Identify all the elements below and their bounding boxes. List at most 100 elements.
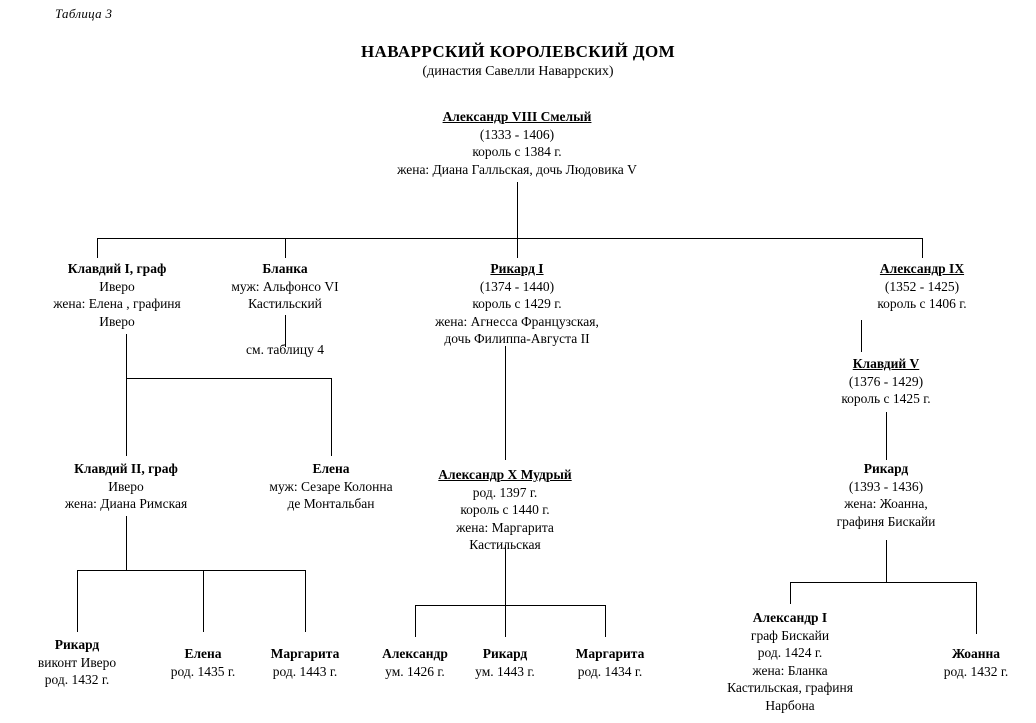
- node-spouse-line2: Кастильская, графиня: [727, 680, 853, 696]
- node-spouse-line1: жена: Елена , графиня: [53, 296, 181, 312]
- connector-drop-rikard-1443: [505, 605, 506, 637]
- node-born: род. 1432 г.: [943, 663, 1009, 679]
- node-spouse-line1: муж: Альфонсо VI: [231, 278, 339, 294]
- node-aleksandr-ix: Александр IX (1352 - 1425) король с 1406…: [792, 260, 1036, 313]
- node-died: ум. 1426 г.: [385, 663, 445, 679]
- connector-klavdiy2-stem: [126, 516, 127, 570]
- node-spouse-line2: Кастильская: [469, 537, 541, 553]
- connector-klavdiy5-to-rikard: [886, 412, 887, 460]
- table-label: Таблица 3: [55, 6, 113, 21]
- connector-blanka-to-table4: [285, 315, 286, 347]
- node-elena-1435: Елена род. 1435 г.: [143, 645, 263, 680]
- node-name: Александр I: [752, 610, 828, 625]
- node-dates: (1376 - 1429): [848, 373, 924, 389]
- node-aleksandr-x: Александр X Мудрый род. 1397 г. король с…: [395, 466, 615, 554]
- connector-drop-rikard-vikont: [77, 570, 78, 632]
- node-name: Рикард: [482, 646, 528, 661]
- node-born: род. 1435 г.: [170, 663, 236, 679]
- connector-drop-klavdiy1: [97, 238, 98, 258]
- connector-drop-elena-1435: [203, 570, 204, 632]
- node-name: Маргарита: [575, 646, 645, 661]
- connector-klavdiy1-stem: [126, 334, 127, 378]
- node-klavdiy-i: Клавдий I, граф Иверо жена: Елена , граф…: [17, 260, 217, 330]
- node-klavdiy-ii: Клавдий II, граф Иверо жена: Диана Римск…: [26, 460, 226, 513]
- node-died: ум. 1443 г.: [475, 663, 535, 679]
- node-zhoanna-1432: Жоанна род. 1432 г.: [916, 645, 1036, 680]
- connector-aleksandr10-bus: [415, 605, 605, 606]
- node-spouse-line1: жена: Маргарита: [456, 519, 554, 535]
- connector-rikard1-to-aleksandr10: [505, 346, 506, 460]
- node-name: Рикард I: [490, 261, 544, 276]
- node-rikard-i: Рикард I (1374 - 1440) король с 1429 г. …: [387, 260, 647, 348]
- node-spouse-line2: дочь Филиппа-Августа II: [444, 331, 590, 347]
- node-elena-kolonna: Елена муж: Сезаре Колонна де Монтальбан: [246, 460, 416, 513]
- node-spouse: жена: Диана Римская: [64, 496, 188, 512]
- node-name: Александр IX: [879, 261, 965, 276]
- node-klavdiy-v: Клавдий V (1376 - 1429) король с 1425 г.: [756, 355, 1016, 408]
- node-title: виконт Иверо: [37, 654, 117, 670]
- connector-drop-zhoanna-1432: [976, 582, 977, 634]
- node-margarita-1443: Маргарита род. 1443 г.: [240, 645, 370, 680]
- node-name: Александр X Мудрый: [438, 467, 572, 482]
- node-aleksandr-i-biskay: Александр I граф Бискайи род. 1424 г. же…: [690, 609, 890, 714]
- node-blanka-see-table4: см. таблицу 4: [200, 341, 370, 359]
- node-aleksandr-viii: Александр VIII Смелый (1333 - 1406) коро…: [317, 108, 717, 178]
- node-spouse-line1: жена: Жоанна,: [844, 496, 928, 512]
- node-born: род. 1434 г.: [577, 663, 643, 679]
- connector-drop-aleksandr9: [922, 238, 923, 258]
- node-name: Жоанна: [951, 646, 1001, 661]
- connector-gen2-bus: [97, 238, 922, 239]
- node-title: Иверо: [108, 478, 144, 494]
- node-name: Александр VIII Смелый: [442, 109, 592, 124]
- node-spouse-line1: жена: Бланка: [752, 662, 828, 678]
- node-name: Александр: [382, 646, 448, 661]
- node-born: род. 1397 г.: [472, 484, 538, 500]
- node-name: Рикард: [863, 461, 909, 476]
- node-spouse: жена: Диана Галльская, дочь Людовика V: [397, 161, 637, 177]
- connector-drop-klavdiy2: [126, 378, 127, 456]
- node-blanka: Бланка муж: Альфонсо VI Кастильский: [200, 260, 370, 313]
- connector-drop-elena-kolonna: [331, 378, 332, 456]
- node-spouse-line2: де Монтальбан: [287, 496, 375, 512]
- node-dates: (1333 - 1406): [479, 126, 555, 142]
- node-reign: король с 1440 г.: [460, 502, 550, 518]
- node-spouse-line2: графиня Бискайи: [836, 513, 936, 529]
- connector-klavdiy1-bus: [126, 378, 332, 379]
- connector-rikard-biskay-bus: [790, 582, 976, 583]
- node-spouse-line2: Кастильский: [248, 296, 322, 312]
- connector-drop-aleksandr-1426: [415, 605, 416, 637]
- node-reign: король с 1384 г.: [472, 144, 562, 160]
- connector-drop-aleksandr1-biskay: [790, 582, 791, 604]
- connector-rikard-biskay-stem: [886, 540, 887, 582]
- node-dates: (1374 - 1440): [479, 278, 555, 294]
- connector-drop-blanka: [285, 238, 286, 258]
- connector-drop-rikard1: [517, 238, 518, 258]
- node-title: Иверо: [99, 278, 135, 294]
- node-born: род. 1432 г.: [44, 672, 110, 688]
- node-born: род. 1443 г.: [272, 663, 338, 679]
- node-aleksandr-1426: Александр ум. 1426 г.: [352, 645, 478, 680]
- node-spouse-line3: Нарбона: [765, 697, 815, 713]
- connector-klavdiy2-bus: [77, 570, 305, 571]
- node-note: см. таблицу 4: [246, 342, 324, 357]
- node-name: Рикард: [54, 637, 100, 652]
- node-margarita-1434: Маргарита род. 1434 г.: [545, 645, 675, 680]
- node-spouse-line2: Иверо: [99, 313, 135, 329]
- connector-drop-margarita-1434: [605, 605, 606, 637]
- connector-aleksandr10-stem: [505, 545, 506, 605]
- node-rikard-1443: Рикард ум. 1443 г.: [447, 645, 563, 680]
- node-reign: король с 1406 г.: [877, 296, 967, 312]
- node-name: Маргарита: [270, 646, 340, 661]
- node-name: Бланка: [262, 261, 308, 276]
- node-name: Елена: [312, 461, 350, 476]
- node-spouse-line1: жена: Агнесса Французская,: [435, 313, 599, 329]
- node-dates: (1352 - 1425): [884, 278, 960, 294]
- node-spouse-line1: муж: Сезаре Колонна: [269, 478, 393, 494]
- node-rikard-vikont-ivero: Рикард виконт Иверо род. 1432 г.: [7, 636, 147, 689]
- node-born: род. 1424 г.: [757, 645, 823, 661]
- node-reign: король с 1429 г.: [472, 296, 562, 312]
- node-name: Елена: [184, 646, 222, 661]
- node-name: Клавдий V: [852, 356, 920, 371]
- connector-root-stem: [517, 182, 518, 238]
